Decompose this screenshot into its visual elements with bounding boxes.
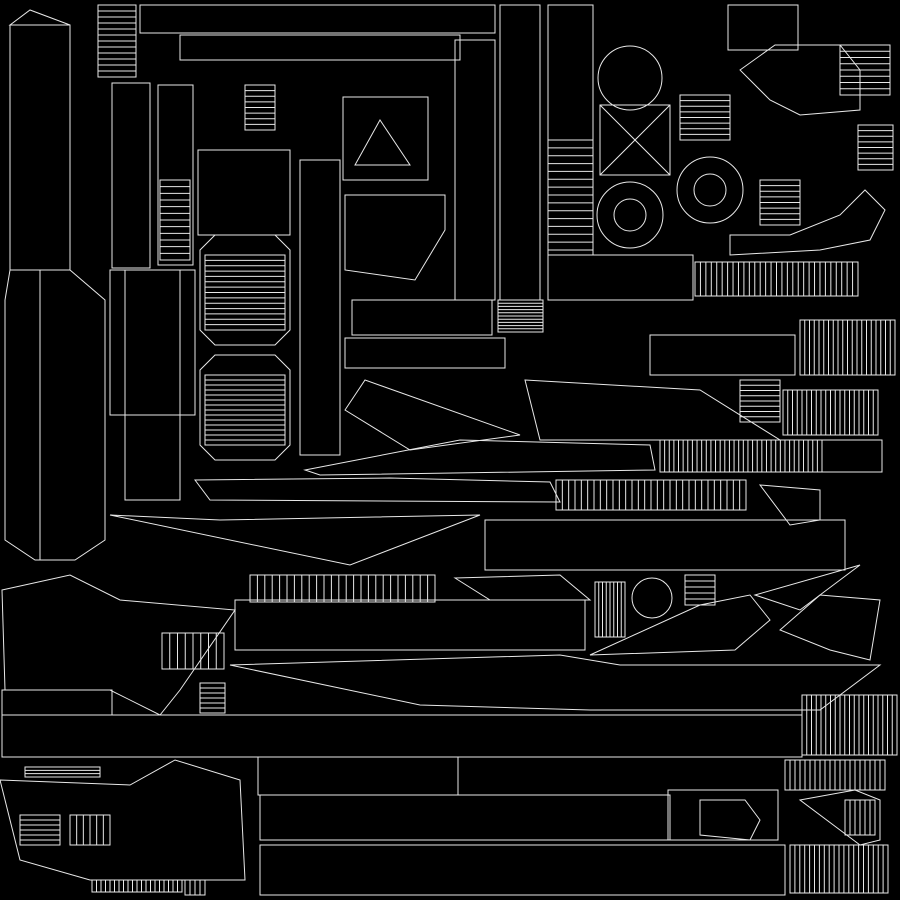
uv-island-rect (484, 519, 846, 571)
uv-island-ring (631, 577, 673, 619)
uv-island-polygon (798, 789, 881, 846)
uv-island-rect (259, 794, 671, 841)
uv-island-ring (597, 45, 663, 111)
uv-island-polygon (194, 477, 561, 503)
uv-island-polygon (599, 104, 671, 176)
uv-island-polygon (197, 149, 291, 236)
uv-island-rect (821, 439, 883, 473)
uv-island-ring (693, 173, 727, 207)
uv-island-rect (234, 599, 586, 651)
uv-island-polygon (453, 574, 592, 601)
uv-island-polygon (109, 514, 481, 566)
uv-island-polygon (344, 194, 446, 281)
uv-island-rect (124, 269, 181, 501)
uv-island-polygon (0, 759, 246, 881)
uv-island-rect (599, 104, 671, 176)
uv-island-rect (299, 159, 341, 456)
uv-island-rect (111, 82, 151, 269)
uv-island-rect (727, 4, 799, 51)
uv-island-polygon (753, 564, 861, 611)
uv-island-ring (613, 198, 647, 232)
dense-grid-islands (20, 10, 893, 895)
uv-island-polygon (779, 594, 881, 661)
uv-island-rect (157, 84, 194, 266)
uv-island-rect (547, 254, 694, 301)
uv-island-rect (344, 337, 506, 369)
uv-island-polygon (303, 439, 656, 476)
uv-island-rect (249, 574, 436, 603)
uv-island-polygon (229, 654, 882, 711)
uv-island-rect (649, 334, 796, 376)
uv-island-polygon (354, 119, 411, 166)
uv-island-ring (676, 156, 744, 224)
uv-island-polygon (199, 354, 291, 461)
uv-island-polygon (599, 104, 671, 176)
uv-island-rect (179, 34, 461, 61)
uv-island-ring (596, 181, 664, 249)
uv-island-polygon (699, 799, 761, 841)
uv-island-rect (351, 299, 493, 336)
uv-island-polygon (589, 594, 771, 656)
uv-island-rect (342, 96, 429, 181)
uv-island-polygon (729, 189, 886, 256)
uv-island-polygon (4, 269, 106, 561)
uv-island-rect (667, 789, 779, 841)
uv-island-polygon (8, 9, 71, 26)
uv-island-rect (139, 4, 496, 34)
uv-island-rect (259, 844, 786, 896)
uv-island-polygon (344, 379, 521, 451)
uv-island-rect (24, 766, 101, 778)
uv-island-polygon (739, 44, 861, 116)
